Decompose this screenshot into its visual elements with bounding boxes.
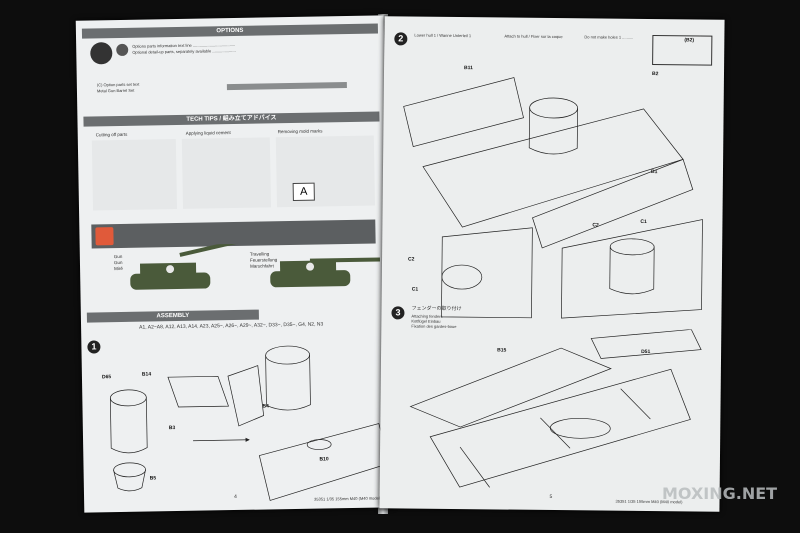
tip-letter-box: A [292,182,315,201]
option-part-rod [226,82,347,91]
tip-label-1: Cutting off parts [95,131,128,138]
step-2-diagram [403,77,703,319]
option-number-icon [116,43,129,57]
step-3-number: 3 [391,306,405,320]
tip-label-3: Removing mold marks [277,128,323,135]
tank-illustrations [130,240,380,290]
step-2-number: 2 [394,32,408,46]
left-page: OPTIONS Options parts information text l… [75,15,393,513]
options-header: OPTIONS [81,23,378,39]
tip-label-2: Applying liquid cement [185,130,231,136]
step-3-diagram [409,329,702,488]
caution-icon [95,227,114,246]
step-3-title: フェンダーの取り付け [411,305,462,313]
left-page-number: 4 [234,493,237,501]
tip-box-2 [181,137,272,209]
parts-list: A1, A2~A8, A12, A13, A14, A23, A25~, A26… [139,321,324,331]
assembly-header: ASSEMBLY [86,309,259,323]
right-page-number: 5 [549,493,553,501]
right-page: 2 Lower hull 1 / Wanne Unterteil 1 Attac… [379,16,725,512]
part-label: (B2) [684,37,695,44]
step-1-diagram [109,345,390,501]
options-badge-icon [90,42,113,65]
watermark: MOXING.NET [662,484,778,503]
tip-box-3 [275,135,376,208]
tip-box-1 [91,138,178,211]
tech-tips-header: TECH TIPS / 組み立てアドバイス [83,111,380,127]
